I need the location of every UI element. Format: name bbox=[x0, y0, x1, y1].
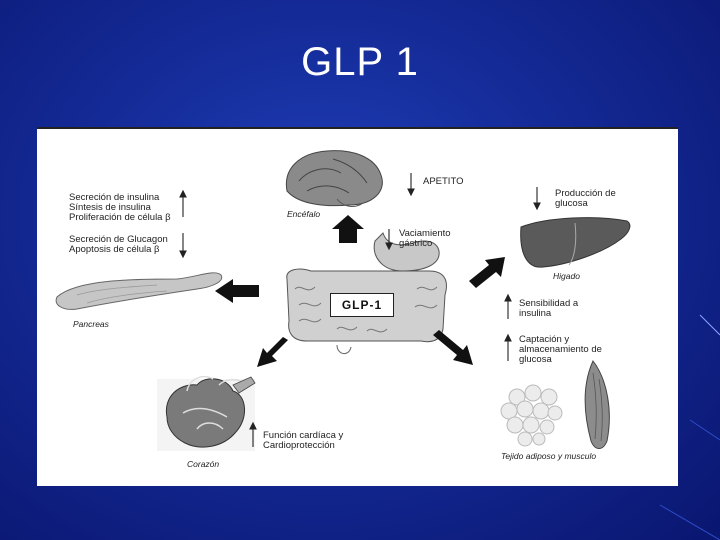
muscle-direction-arrow bbox=[433, 330, 473, 365]
effect-arrows bbox=[179, 173, 541, 447]
liver-illustration bbox=[520, 217, 631, 268]
liver-label: Higado bbox=[553, 271, 580, 281]
pancreas-direction-arrow bbox=[215, 279, 259, 303]
pancreas-up-effects: Secreción de insulina Síntesis de insuli… bbox=[69, 192, 171, 223]
pancreas-down-effects: Secreción de Glucagon Apoptosis de célul… bbox=[69, 234, 168, 255]
brain-illustration bbox=[285, 150, 383, 207]
pancreas-illustration bbox=[55, 272, 223, 310]
adipose-illustration bbox=[500, 384, 563, 447]
glp1-diagram: Encéfalo APETITO Vaciamiento gástrico Se… bbox=[37, 127, 678, 486]
brain-direction-arrow bbox=[332, 215, 364, 243]
heart-direction-arrow bbox=[257, 337, 288, 367]
appetite-label: APETITO bbox=[423, 176, 464, 187]
gastric-emptying-label: Vaciamiento gástrico bbox=[399, 228, 451, 249]
slide-title: GLP 1 bbox=[301, 40, 419, 84]
cardiac-function-label: Función cardíaca y Cardioprotección bbox=[263, 430, 344, 451]
glp1-center-label: GLP-1 bbox=[330, 293, 394, 317]
heart-label: Corazón bbox=[187, 459, 220, 469]
glucose-production-label: Producción de glucosa bbox=[555, 188, 616, 209]
muscle-illustration bbox=[584, 360, 610, 449]
insulin-sensitivity-label: Sensibilidad a insulina bbox=[519, 298, 579, 319]
liver-direction-arrow bbox=[469, 257, 505, 288]
pancreas-label: Pancreas bbox=[73, 319, 109, 329]
adipose-muscle-label: Tejido adiposo y musculo bbox=[501, 451, 597, 461]
glucose-uptake-label: Captación y almacenamiento de glucosa bbox=[519, 334, 602, 365]
heart-illustration bbox=[157, 375, 256, 451]
brain-label: Encéfalo bbox=[287, 209, 321, 219]
